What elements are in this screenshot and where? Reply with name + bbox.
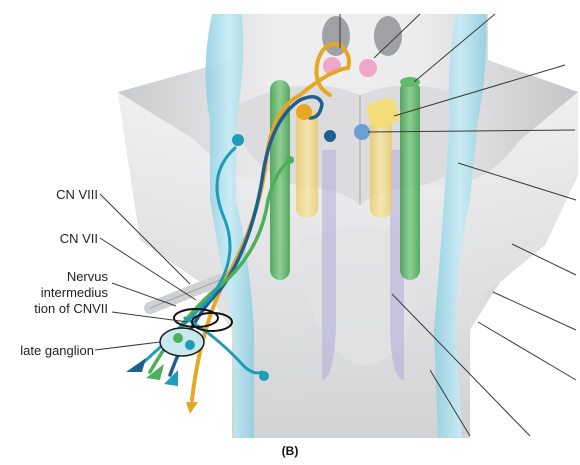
pink-nucleus-right — [359, 59, 377, 77]
arrow-darkblue — [126, 358, 146, 372]
blue-nucleus — [354, 124, 370, 140]
label-ganglion: late ganglion — [0, 343, 94, 358]
figure-caption: (B) — [0, 444, 580, 458]
green-ending — [286, 156, 294, 164]
lemniscus-left — [322, 150, 336, 380]
orange-ending — [296, 104, 312, 120]
geniculate-ganglion — [160, 328, 204, 356]
label-cn8: CN VIII — [30, 187, 98, 202]
teal-ending-top — [232, 134, 244, 146]
label-nervus-intermedius-3: tion of CNVII — [10, 301, 108, 316]
label-cn7: CN VII — [30, 231, 98, 246]
green-column-right — [400, 80, 420, 280]
darkblue-ending — [324, 130, 336, 142]
yellow-column-left — [296, 108, 318, 218]
green-column-right-top — [400, 77, 420, 87]
label-nervus-intermedius-2: intermedius — [10, 285, 108, 300]
teal-ending-bottom — [259, 371, 269, 381]
brainstem-body — [118, 14, 578, 438]
ganglion-group — [126, 309, 232, 414]
aqueduct-right — [374, 16, 402, 56]
ganglion-cell-green — [173, 333, 183, 343]
ganglion-cell-teal — [185, 340, 195, 350]
arrow-orange — [186, 402, 198, 414]
label-nervus-intermedius-1: Nervus — [10, 269, 108, 284]
